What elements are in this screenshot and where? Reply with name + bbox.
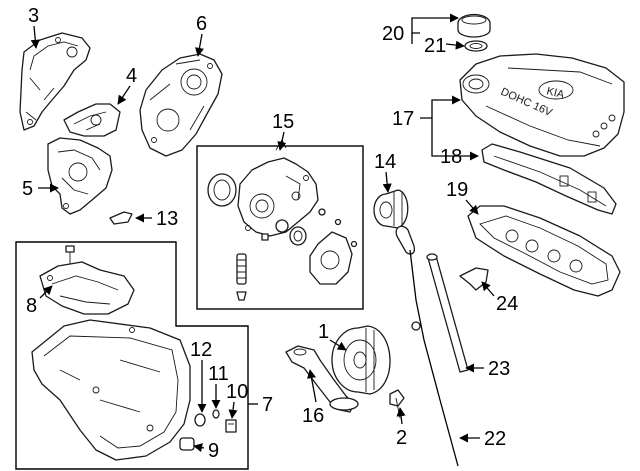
part-valve-cover: DOHC 16V KIA xyxy=(459,53,625,157)
part-baffle-bolt xyxy=(65,245,75,264)
part-oil-baffle xyxy=(481,143,617,215)
part-timing-cover-plate xyxy=(139,53,223,157)
part-washer xyxy=(212,409,220,419)
callout-4: 4 xyxy=(126,65,137,87)
callout-21: 21 xyxy=(424,35,446,57)
callout-2: 2 xyxy=(396,427,407,449)
part-upper-timing-cover xyxy=(19,32,91,131)
part-dipstick-tube xyxy=(426,253,469,373)
part-crankshaft-pulley xyxy=(331,325,391,395)
callout-7: 7 xyxy=(262,394,273,416)
leader-lines xyxy=(30,13,495,453)
part-drain-plug xyxy=(179,437,195,451)
part-oil-baffle-plate xyxy=(39,261,135,315)
callout-9: 9 xyxy=(208,440,219,462)
part-oil-filter xyxy=(373,189,409,229)
part-lower-timing-cover xyxy=(47,137,113,215)
callout-23: 23 xyxy=(488,358,510,380)
part-oil-pan xyxy=(31,319,191,461)
part-bracket xyxy=(459,267,489,291)
callout-12: 12 xyxy=(190,339,212,361)
part-pan-bolt xyxy=(225,419,237,433)
callout-labels: 3 4 5 6 13 15 14 20 21 17 18 19 24 23 22… xyxy=(22,5,518,462)
callout-5: 5 xyxy=(22,178,33,200)
callout-11: 11 xyxy=(208,363,229,385)
part-filler-cap-gasket xyxy=(464,40,488,52)
callout-24: 24 xyxy=(496,293,518,315)
callout-20: 20 xyxy=(382,23,404,45)
callout-1: 1 xyxy=(318,321,329,343)
part-valve-cover-gasket xyxy=(467,205,621,297)
callout-19: 19 xyxy=(446,179,468,201)
callout-22: 22 xyxy=(484,428,506,450)
valve-cover-brand-logo: KIA xyxy=(545,85,566,101)
callout-6: 6 xyxy=(196,13,207,35)
part-oil-pump-assembly xyxy=(207,139,358,301)
part-drain-plug-gasket xyxy=(194,413,206,427)
callout-10: 10 xyxy=(226,381,248,403)
callout-13: 13 xyxy=(156,208,178,230)
callout-3: 3 xyxy=(28,5,39,27)
part-timing-belt-guard xyxy=(63,103,121,137)
part-small-clip xyxy=(109,211,133,225)
callout-8: 8 xyxy=(26,295,37,317)
part-pulley-bolt xyxy=(389,389,405,419)
callout-18: 18 xyxy=(440,146,462,168)
callout-16: 16 xyxy=(302,405,324,427)
part-dipstick xyxy=(395,225,459,467)
callout-15: 15 xyxy=(272,111,294,133)
callout-14: 14 xyxy=(374,151,396,173)
part-oil-strainer xyxy=(285,345,359,413)
callout-17: 17 xyxy=(392,108,414,130)
oil-pan-group-box xyxy=(15,241,249,470)
part-oil-filler-cap xyxy=(457,13,491,38)
